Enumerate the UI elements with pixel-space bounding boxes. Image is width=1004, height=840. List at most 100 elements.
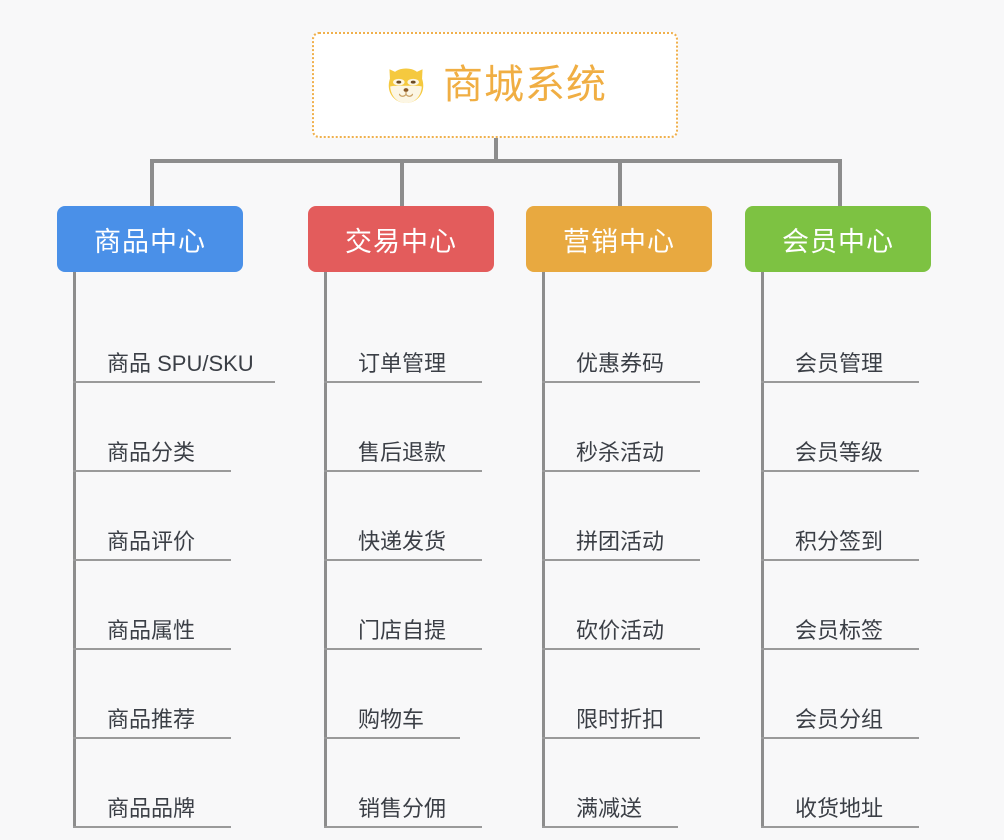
leaf-label: 购物车	[358, 706, 425, 732]
leaf-label: 商品品牌	[107, 795, 196, 821]
connector-branch-drop-1	[150, 159, 154, 208]
leaf-rule	[542, 737, 700, 739]
leaf-item[interactable]: 售后退款	[324, 383, 494, 472]
leaf-rule	[761, 648, 919, 650]
leaf-label: 商品属性	[107, 617, 196, 643]
leaf-label: 售后退款	[358, 439, 447, 465]
leaf-rule	[761, 826, 919, 828]
leaf-rule	[324, 648, 482, 650]
leaf-rule	[324, 559, 482, 561]
leaf-rule	[73, 381, 275, 383]
leaf-item[interactable]: 拼团活动	[542, 472, 712, 561]
leaf-label: 秒杀活动	[576, 439, 665, 465]
leaf-rule	[542, 648, 700, 650]
leaf-rule	[324, 826, 482, 828]
leaf-rule	[761, 381, 919, 383]
leaf-item[interactable]: 砍价活动	[542, 561, 712, 650]
leaf-label: 满减送	[576, 795, 643, 821]
leaf-spine	[73, 272, 76, 828]
leaf-label: 积分签到	[795, 528, 884, 554]
leaf-label: 砍价活动	[576, 617, 665, 643]
leaf-item[interactable]: 商品分类	[73, 383, 243, 472]
leaf-list-marketing-center: 优惠券码 秒杀活动 拼团活动 砍价活动 限时折扣 满减送	[526, 272, 712, 828]
leaf-label: 收货地址	[795, 795, 884, 821]
category-label: 商品中心	[94, 226, 206, 257]
leaf-list-product-center: 商品 SPU/SKU 商品分类 商品评价 商品属性 商品推荐 商品品牌	[57, 272, 275, 828]
leaf-item[interactable]: 收货地址	[761, 739, 931, 828]
leaf-label: 会员分组	[795, 706, 884, 732]
leaf-rule	[542, 559, 700, 561]
leaf-label: 订单管理	[358, 350, 447, 376]
category-label: 交易中心	[345, 226, 457, 257]
column-member-center: 会员中心 会员管理 会员等级 积分签到 会员标签 会员分组	[745, 206, 931, 828]
leaf-rule	[73, 737, 231, 739]
leaf-rule	[73, 826, 231, 828]
leaf-item[interactable]: 积分签到	[761, 472, 931, 561]
leaf-rule	[761, 559, 919, 561]
leaf-label: 商品 SPU/SKU	[107, 350, 254, 376]
connector-branch-drop-3	[618, 159, 622, 208]
leaf-item[interactable]: 商品品牌	[73, 739, 243, 828]
leaf-label: 优惠券码	[576, 350, 665, 376]
leaf-label: 会员管理	[795, 350, 884, 376]
root-title-card[interactable]: 商城系统	[312, 32, 678, 138]
leaf-rule	[73, 648, 231, 650]
leaf-rule	[542, 470, 700, 472]
category-label: 会员中心	[782, 226, 894, 257]
leaf-item[interactable]: 优惠券码	[542, 294, 712, 383]
leaf-item[interactable]: 会员管理	[761, 294, 931, 383]
leaf-label: 商品推荐	[107, 706, 196, 732]
leaf-list-member-center: 会员管理 会员等级 积分签到 会员标签 会员分组 收货地址	[745, 272, 931, 828]
leaf-item[interactable]: 商品属性	[73, 561, 243, 650]
leaf-item[interactable]: 商品推荐	[73, 650, 243, 739]
leaf-rule	[324, 381, 482, 383]
column-trade-center: 交易中心 订单管理 售后退款 快递发货 门店自提 购物车	[308, 206, 494, 828]
leaf-spine	[761, 272, 764, 828]
leaf-label: 快递发货	[358, 528, 447, 554]
shiba-dog-icon	[388, 68, 424, 103]
leaf-label: 会员标签	[795, 617, 884, 643]
leaf-rule	[761, 470, 919, 472]
leaf-item[interactable]: 购物车	[324, 650, 494, 739]
leaf-item[interactable]: 会员分组	[761, 650, 931, 739]
leaf-label: 会员等级	[795, 439, 884, 465]
leaf-rule	[761, 737, 919, 739]
leaf-list-trade-center: 订单管理 售后退款 快递发货 门店自提 购物车 销售分佣	[308, 272, 494, 828]
category-box-member-center[interactable]: 会员中心	[745, 206, 931, 272]
category-box-marketing-center[interactable]: 营销中心	[526, 206, 712, 272]
leaf-spine	[542, 272, 545, 828]
category-box-product-center[interactable]: 商品中心	[57, 206, 243, 272]
leaf-spine	[324, 272, 327, 828]
leaf-rule	[73, 470, 231, 472]
leaf-item[interactable]: 会员标签	[761, 561, 931, 650]
column-product-center: 商品中心 商品 SPU/SKU 商品分类 商品评价 商品属性 商品推荐	[57, 206, 275, 828]
leaf-rule	[73, 559, 231, 561]
leaf-rule	[324, 737, 460, 739]
leaf-item[interactable]: 快递发货	[324, 472, 494, 561]
leaf-rule	[542, 381, 700, 383]
leaf-item[interactable]: 销售分佣	[324, 739, 494, 828]
connector-root-drop	[494, 138, 498, 163]
connector-branch-drop-2	[400, 159, 404, 208]
leaf-item[interactable]: 会员等级	[761, 383, 931, 472]
leaf-label: 销售分佣	[358, 795, 447, 821]
category-label: 营销中心	[563, 226, 675, 257]
leaf-label: 商品评价	[107, 528, 196, 554]
leaf-item[interactable]: 订单管理	[324, 294, 494, 383]
category-box-trade-center[interactable]: 交易中心	[308, 206, 494, 272]
column-marketing-center: 营销中心 优惠券码 秒杀活动 拼团活动 砍价活动 限时折扣	[526, 206, 712, 828]
leaf-item[interactable]: 满减送	[542, 739, 712, 828]
leaf-item[interactable]: 限时折扣	[542, 650, 712, 739]
connector-horizontal-bus	[150, 159, 842, 163]
leaf-item[interactable]: 商品 SPU/SKU	[73, 294, 275, 383]
leaf-item[interactable]: 商品评价	[73, 472, 243, 561]
root-title-label: 商城系统	[443, 63, 607, 107]
leaf-item[interactable]: 门店自提	[324, 561, 494, 650]
connector-branch-drop-4	[838, 159, 842, 208]
leaf-item[interactable]: 秒杀活动	[542, 383, 712, 472]
leaf-rule	[542, 826, 678, 828]
leaf-label: 拼团活动	[576, 528, 665, 554]
leaf-label: 门店自提	[358, 617, 447, 643]
leaf-rule	[324, 470, 482, 472]
